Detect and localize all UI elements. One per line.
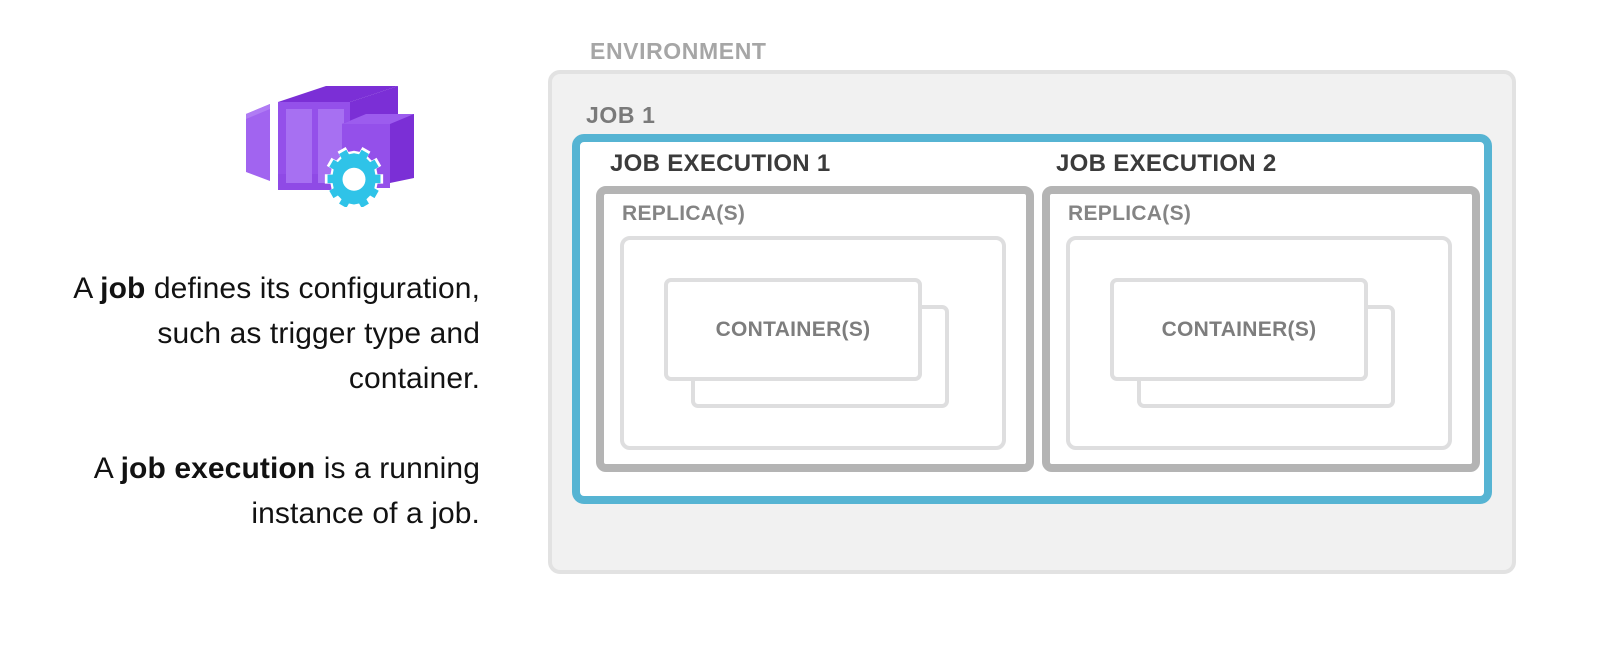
replica-label-2: REPLICA(S) (1068, 202, 1192, 225)
job-execution-2-group: JOB EXECUTION 2 REPLICA(S) CONTAINER(S) (1042, 150, 1484, 480)
container-stack-2: CONTAINER(S) (1110, 278, 1410, 408)
job-execution-2-box: REPLICA(S) CONTAINER(S) (1042, 186, 1480, 472)
caption-run-bold: job (100, 272, 146, 305)
caption-paragraph-job: A job defines its configuration, such as… (20, 266, 480, 401)
explanation-panel: A job defines its configuration, such as… (0, 0, 520, 646)
container-box-front-1: CONTAINER(S) (664, 278, 922, 381)
container-stack-1: CONTAINER(S) (664, 278, 964, 408)
caption-run-plain: defines its configuration, such as trigg… (145, 272, 480, 395)
job-execution-1-group: JOB EXECUTION 1 REPLICA(S) CONTAINER(S) (596, 150, 1038, 480)
replica-box-1: CONTAINER(S) (620, 236, 1006, 450)
environment-label: ENVIRONMENT (590, 38, 767, 64)
replica-box-2: CONTAINER(S) (1066, 236, 1452, 450)
job-execution-2-label: JOB EXECUTION 2 (1056, 150, 1277, 177)
caption-run-plain: A (93, 452, 121, 485)
job-box: JOB EXECUTION 1 REPLICA(S) CONTAINER(S) (572, 134, 1492, 504)
caption-run-plain: A (73, 272, 101, 305)
caption-paragraph-job-execution: A job execution is a running instance of… (20, 446, 480, 536)
job-execution-1-label: JOB EXECUTION 1 (610, 150, 831, 177)
job-label: JOB 1 (586, 102, 656, 128)
caption-text: A job defines its configuration, such as… (20, 266, 480, 536)
caption-run-bold: job execution (120, 452, 316, 485)
container-label-2: CONTAINER(S) (1161, 317, 1317, 341)
replica-label-1: REPLICA(S) (622, 202, 746, 225)
container-box-front-2: CONTAINER(S) (1110, 278, 1368, 381)
container-label-1: CONTAINER(S) (715, 317, 871, 341)
caption-run-plain: is a running instance of a job. (251, 452, 480, 530)
container-apps-job-icon (238, 82, 418, 207)
job-execution-1-box: REPLICA(S) CONTAINER(S) (596, 186, 1034, 472)
environment-diagram: ENVIRONMENT JOB 1 JOB EXECUTION 1 REPLIC… (548, 38, 1568, 578)
